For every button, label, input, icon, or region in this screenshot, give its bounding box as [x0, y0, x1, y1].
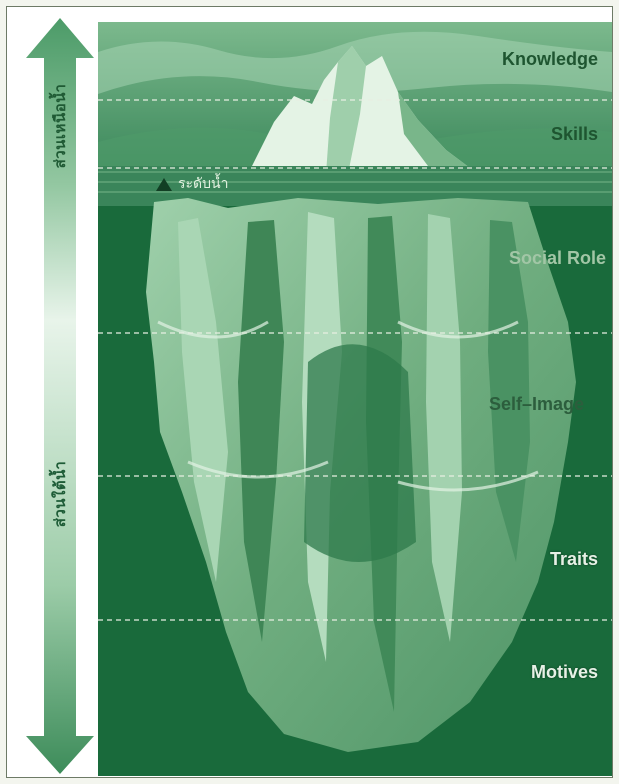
level-motives: Motives [531, 662, 598, 683]
waterline-label: ระดับน้ำ [178, 173, 228, 195]
level-knowledge: Knowledge [502, 49, 598, 70]
above-water-label: ส่วนเหนือน้ำ [48, 84, 72, 169]
vertical-arrow-column: ส่วนเหนือน้ำ ส่วนใต้น้ำ [24, 18, 96, 776]
level-social-role: Social Role [509, 248, 606, 269]
ice-cave [304, 344, 416, 562]
below-water-label: ส่วนใต้น้ำ [48, 461, 72, 528]
level-traits: Traits [550, 549, 598, 570]
triangle-marker-icon [156, 178, 172, 191]
iceberg-scene: ระดับน้ำ Knowledge Skills Social Role Se… [98, 22, 612, 776]
level-self-image: Self–Image [489, 394, 584, 415]
waterline-marker: ระดับน้ำ [156, 173, 228, 195]
level-skills: Skills [551, 124, 598, 145]
